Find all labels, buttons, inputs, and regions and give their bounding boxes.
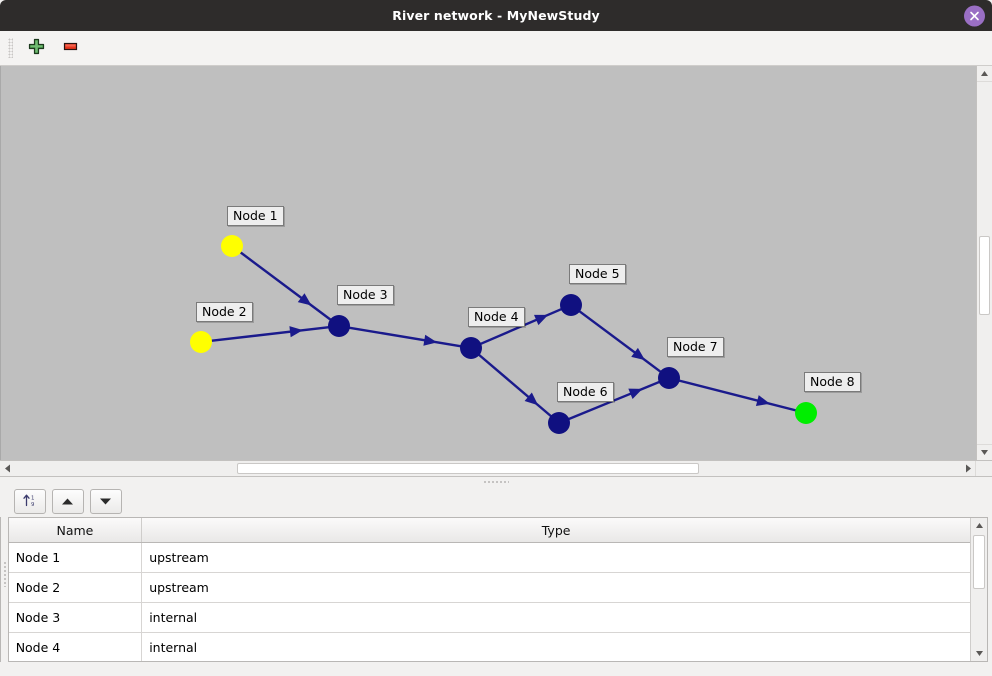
window-title: River network - MyNewStudy [392,8,600,23]
graph-edge-arrow-icon [423,334,438,346]
graph-edge[interactable] [210,325,330,343]
graph-node-label[interactable]: Node 2 [196,302,253,322]
graph-edge-arrow-icon [289,326,303,338]
table-cell[interactable]: upstream [141,542,970,573]
arrow-up-icon [61,495,74,509]
graph-node[interactable] [460,337,482,359]
splitter-grip-icon [483,480,509,483]
graph-node[interactable] [190,331,212,353]
bottom-panels: 1 9 [0,486,992,662]
graph-node[interactable] [658,367,680,389]
graph-node[interactable] [548,412,570,434]
graph-node-label[interactable]: Node 7 [667,337,724,357]
graph-node[interactable] [795,402,817,424]
table-cell[interactable]: upstream [141,572,970,603]
splitter-grip-icon [2,561,6,587]
table-cell[interactable]: Node 2 [8,572,143,603]
graph-node-label[interactable]: Node 1 [227,206,284,226]
graph-svg [190,235,817,434]
graph-node-label[interactable]: Node 4 [468,307,525,327]
node-move-down-button[interactable] [89,489,122,514]
graph-node-label[interactable]: Node 5 [569,264,626,284]
graph-edge-arrow-icon [628,388,643,399]
toolbar-grip[interactable] [8,38,13,58]
node-toolbar: 1 9 [7,486,992,517]
scroll-down-icon[interactable] [977,444,992,460]
node-move-up-button[interactable] [51,489,84,514]
graph-node[interactable] [221,235,243,257]
node-table-vertical-scrollbar[interactable] [970,518,987,661]
sort-ascending-icon: 1 9 [22,492,38,511]
graph-node[interactable] [328,315,350,337]
scroll-down-icon[interactable] [971,646,987,661]
graph-edge[interactable] [567,380,661,421]
river-network-graph[interactable]: Node 1 Node 2 Node 3 Node 4 Node 5 Node 6 Node… [0,66,992,460]
graph-canvas[interactable] [1,66,992,460]
graph-vscroll-thumb[interactable] [979,236,990,315]
node-sort-button[interactable]: 1 9 [13,489,46,514]
table-cell[interactable]: internal [141,632,970,661]
add-node-button[interactable] [22,34,50,62]
graph-edge[interactable] [678,379,797,412]
scroll-right-icon[interactable] [961,461,976,476]
title-bar: River network - MyNewStudy [0,0,992,31]
graph-edge-arrow-icon [631,347,645,361]
graph-node[interactable] [560,294,582,316]
graph-edge-arrow-icon [297,293,312,306]
graph-node-label[interactable]: Node 6 [557,382,614,402]
graph-node-label[interactable]: Node 8 [804,372,861,392]
graph-edge[interactable] [578,310,662,373]
svg-text:1: 1 [31,495,34,501]
scrollbar-corner [975,461,992,476]
scroll-left-icon[interactable] [0,461,15,476]
scroll-up-icon[interactable] [977,66,992,82]
graph-edge-arrow-icon [534,314,549,326]
table-cell[interactable]: Node 1 [8,542,143,573]
delete-node-button[interactable] [56,34,84,62]
table-cell[interactable]: internal [141,602,970,633]
table-cell[interactable]: Node 4 [8,632,143,661]
column-header-1[interactable]: Type [141,518,970,543]
red-minus-icon [62,38,79,58]
horizontal-splitter[interactable] [0,477,992,486]
graph-edge-arrow-icon [755,395,770,406]
svg-text:9: 9 [31,502,35,508]
status-bar [0,662,992,676]
graph-hscroll-thumb[interactable] [237,463,699,474]
vertical-splitter[interactable] [0,486,8,662]
graph-edge[interactable] [239,251,332,321]
main-toolbar [0,31,992,66]
node-panel: 1 9 [7,486,992,662]
table-cell[interactable]: Node 3 [8,602,143,633]
graph-vertical-scrollbar[interactable] [976,66,992,460]
column-header-0[interactable]: Name [8,518,143,543]
graph-edge-arrow-icon [524,392,539,406]
arrow-down-icon [99,495,112,509]
graph-node-label[interactable]: Node 3 [337,285,394,305]
scroll-up-icon[interactable] [971,518,987,533]
graph-edge[interactable] [477,353,553,418]
graph-horizontal-scrollbar[interactable] [0,460,992,477]
green-plus-icon [28,38,45,58]
graph-edge[interactable] [348,326,462,348]
close-icon[interactable] [964,5,985,26]
node-table-vscroll-thumb[interactable] [973,535,985,589]
